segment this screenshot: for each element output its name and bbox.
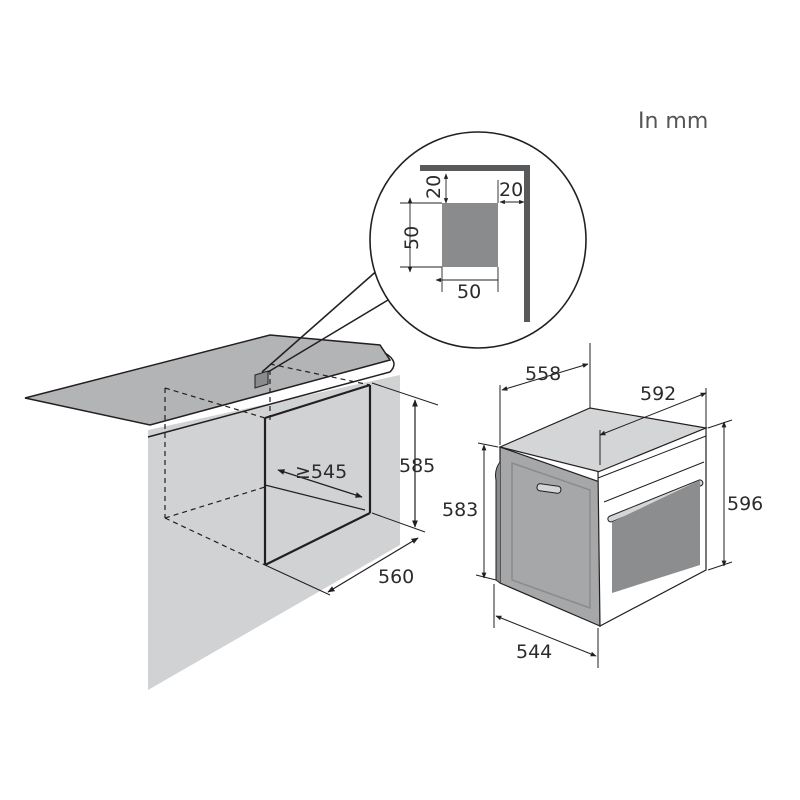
oven-depth-label: 558 (525, 363, 561, 385)
vent-height-label: 50 (401, 226, 423, 250)
oven-window (612, 480, 700, 593)
hidden-cavity-lines (164, 363, 371, 566)
vent-width-label: 50 (457, 281, 481, 303)
oven-bottom-depth-label: 544 (516, 641, 552, 663)
oven-width-label: 592 (640, 383, 676, 405)
cutout-height-label: 585 (399, 455, 435, 477)
vent-side-offset-label: 20 (499, 179, 523, 201)
vent-opening (254, 370, 269, 389)
oven-body-height-label: 583 (442, 499, 478, 521)
oven-front-height-label: 596 (727, 493, 763, 515)
vent-top-offset-label: 20 (423, 175, 445, 199)
worktop (24, 334, 392, 426)
cutout-depth-label: ≥545 (295, 461, 347, 483)
cutout-width-label: 560 (378, 566, 414, 588)
vent-detail (442, 203, 498, 267)
cutout-frame (263, 383, 372, 566)
oven-side-handle (536, 483, 562, 494)
unit-label: In mm (638, 109, 708, 134)
oven-side (499, 446, 601, 627)
